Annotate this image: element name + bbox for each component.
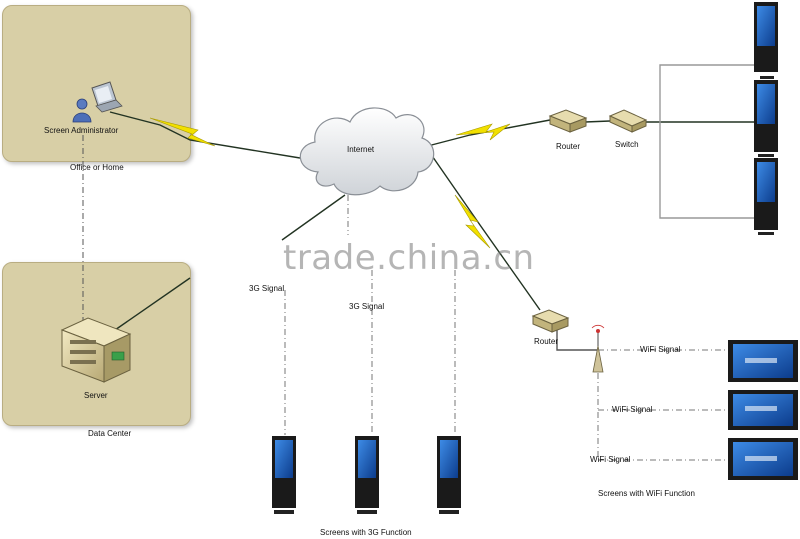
screens-3g-caption: Screens with 3G Function (320, 528, 412, 537)
kiosk-top-3 (754, 158, 778, 235)
office-zone (2, 5, 191, 162)
internet-cloud (299, 107, 435, 196)
wifi-signal-label-3: WiFi Signal (590, 455, 631, 464)
server-label: Server (84, 391, 108, 400)
wifi-signal-label-2: WiFi Signal (612, 405, 653, 414)
switch-label: Switch (615, 140, 639, 149)
switch-icon (608, 109, 648, 133)
router-top-label: Router (556, 142, 581, 151)
person-icon (72, 98, 92, 123)
kiosk-3g-1 (272, 436, 296, 514)
router-wifi-label: Router (534, 337, 559, 346)
kiosk-top-2 (754, 80, 778, 157)
screens-wifi-caption: Screens with WiFi Function (598, 489, 695, 498)
kiosk-3g-2 (355, 436, 379, 514)
wifi-screen-3 (728, 438, 798, 480)
server-icon (60, 317, 132, 383)
signal-dashes (284, 195, 728, 461)
connection-lines (109, 64, 755, 351)
lightning-bolts (149, 117, 511, 249)
wifi-signal-label-1: WiFi Signal (640, 345, 681, 354)
wifi-screen-2 (728, 390, 798, 430)
kiosk-top-1 (754, 2, 778, 79)
3g-signal-label-2: 3G Signal (349, 302, 385, 311)
office-zone-caption: Office or Home (70, 163, 124, 172)
watermark: trade.china.cn (283, 238, 535, 278)
kiosk-3g-3 (437, 436, 461, 514)
laptop-icon (91, 81, 123, 113)
datacenter-zone-caption: Data Center (88, 429, 132, 438)
router-icon-top (548, 109, 588, 133)
3g-signal-label-1: 3G Signal (249, 284, 285, 293)
router-icon-wifi (531, 309, 570, 333)
wifi-antenna-icon (591, 324, 605, 373)
admin-label: Screen Administrator (44, 126, 119, 135)
wifi-screen-1 (728, 340, 798, 382)
internet-label: Internet (347, 145, 375, 154)
